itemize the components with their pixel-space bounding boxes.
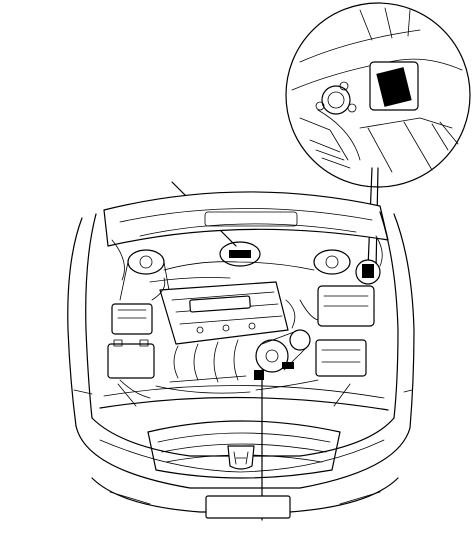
inset-reservoir-cap xyxy=(315,81,357,115)
valve-cover xyxy=(159,281,289,345)
reservoir-label-plate xyxy=(362,264,374,278)
label-markers xyxy=(219,241,294,380)
inset-fuse-box xyxy=(369,61,419,111)
radiator-support xyxy=(99,383,389,411)
hood-label-plate xyxy=(229,250,251,258)
hood-label-circle xyxy=(219,241,261,267)
left-bay-components xyxy=(107,277,166,379)
license-plate-mount xyxy=(205,495,291,519)
inset-hood-underside xyxy=(291,7,463,173)
emblem-icon xyxy=(227,445,255,470)
grille xyxy=(147,420,341,479)
coolant-reservoir xyxy=(315,339,367,377)
inset-label-plate xyxy=(376,67,412,107)
air-box xyxy=(111,303,153,335)
engine-label-plate-b xyxy=(282,362,294,369)
hoses-and-wiring xyxy=(119,261,319,399)
front-bumper xyxy=(91,477,399,519)
right-bay-components xyxy=(299,259,381,377)
open-hood xyxy=(103,191,389,281)
battery xyxy=(107,343,155,379)
intake-manifold xyxy=(169,339,247,383)
strut-tower-right xyxy=(313,249,351,275)
detail-inset xyxy=(285,2,471,188)
engine-label-plate-a xyxy=(254,370,264,380)
engine-bay-drawing xyxy=(67,191,415,519)
engine-assembly xyxy=(159,281,311,383)
strut-tower-left xyxy=(119,249,171,301)
